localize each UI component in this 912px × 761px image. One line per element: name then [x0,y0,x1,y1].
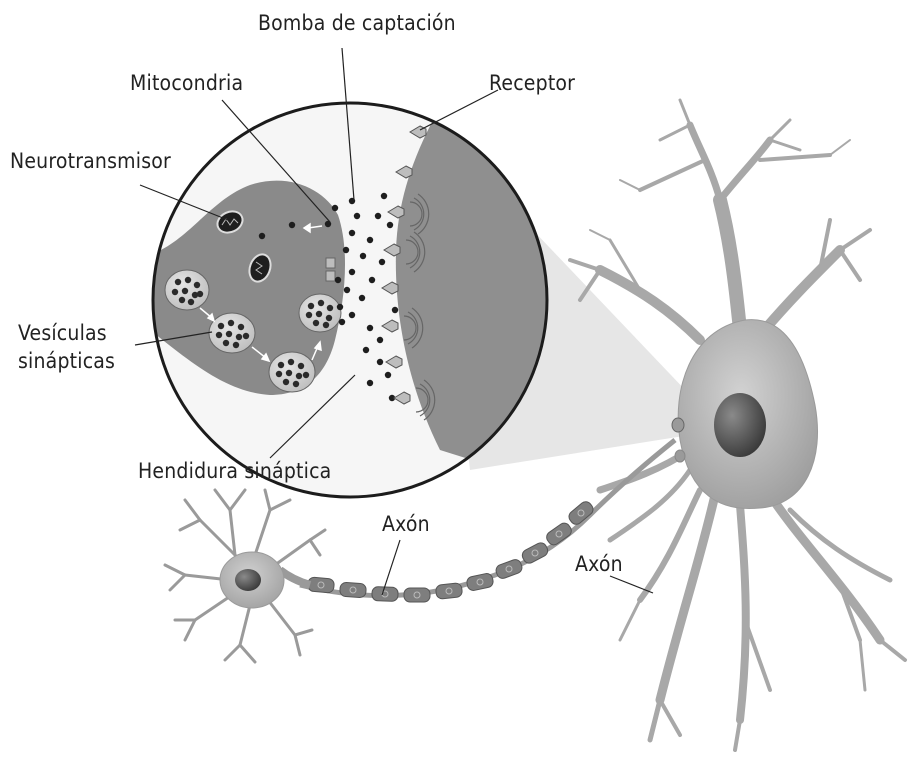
synapse-bouton-2 [675,450,685,462]
label-vesiculas-line2: sinápticas [18,350,115,374]
label-bomba-captacion: Bomba de captación [258,12,456,36]
small-neuron [165,490,325,662]
label-axon-small: Axón [382,513,430,537]
synapse-bouton-1 [672,418,684,432]
label-axon-large: Axón [575,553,623,577]
large-neuron-dendrites [570,100,870,340]
label-hendidura-sinaptica: Hendidura sináptica [138,460,331,484]
label-neurotransmisor: Neurotransmisor [10,150,171,174]
label-receptor: Receptor [489,72,575,96]
large-neuron-nucleus [714,393,766,457]
label-mitocondria: Mitocondria [130,72,243,96]
label-vesiculas-line1: Vesículas [18,322,107,346]
